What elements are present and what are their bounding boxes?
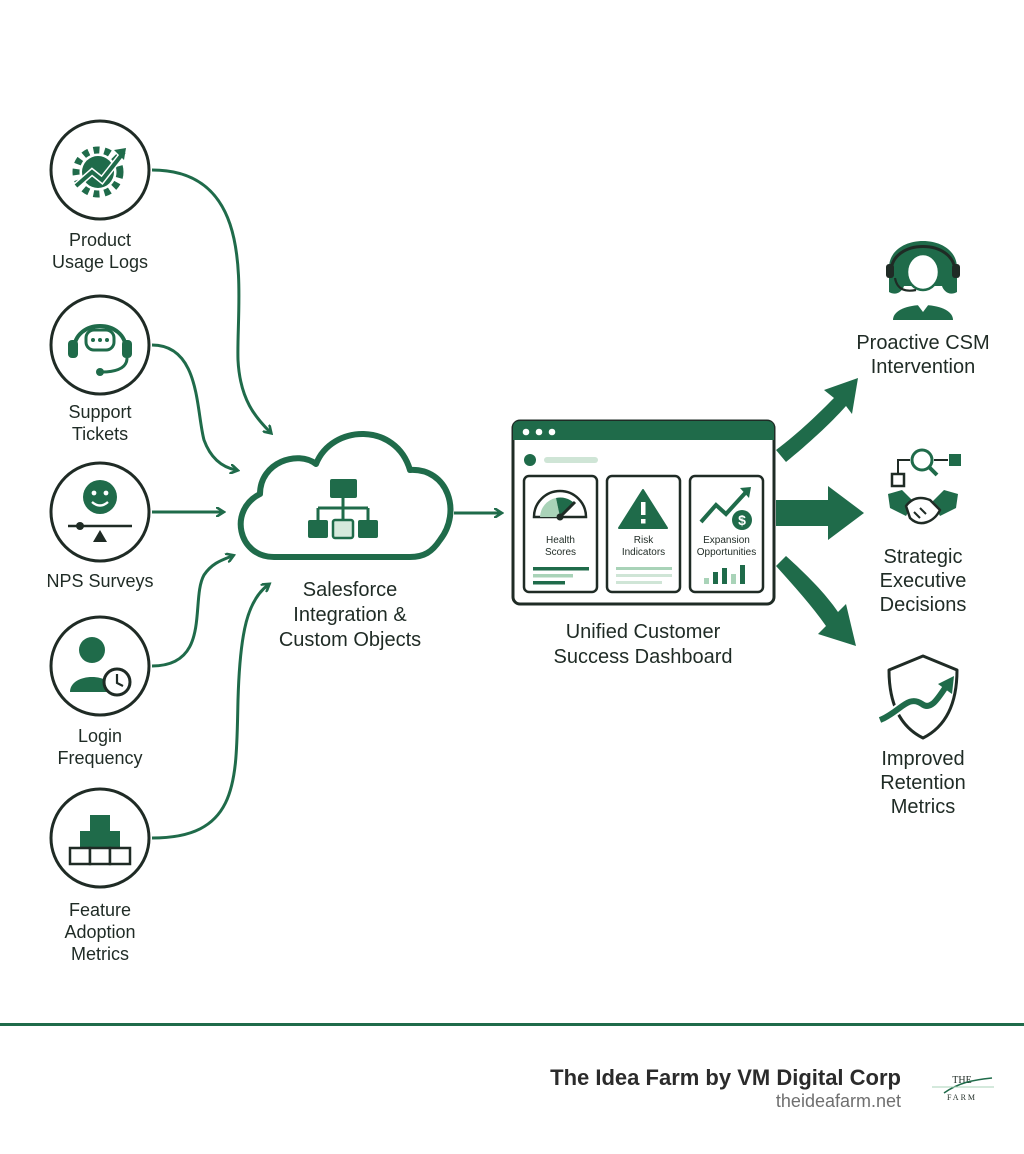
arrow-right	[776, 486, 864, 540]
source-nps-node	[49, 461, 151, 563]
smiley-slider-icon	[68, 480, 132, 542]
agent-headset-icon	[886, 241, 960, 320]
connector-support	[151, 343, 236, 470]
source-connectors	[151, 168, 500, 840]
headset-chat-icon	[68, 324, 132, 376]
source-label-nps: NPS Surveys	[46, 571, 154, 591]
source-product-usage-node	[49, 119, 151, 221]
blocks-icon	[68, 815, 132, 866]
arrow-up-right	[776, 378, 858, 462]
hierarchy-icon	[308, 479, 378, 540]
source-label-support: Support Tickets	[68, 402, 132, 444]
outcome-label-executive: Strategic Executive Decisions	[879, 546, 967, 616]
outcome-label-csm: Proactive CSM Intervention	[856, 332, 990, 378]
dashboard-label: Unified Customer Success Dashboard	[553, 621, 733, 668]
source-feature-node	[49, 787, 151, 889]
card-label-risk: Risk Indicators	[621, 535, 666, 558]
gear-trend-icon	[72, 146, 127, 198]
svg-text:$: $	[738, 512, 746, 528]
source-label-product-usage: Product Usage Logs	[51, 230, 149, 272]
hub-label: Salesforce Integration & Custom Objects	[278, 579, 422, 651]
card-health-scores	[522, 474, 599, 594]
source-support-node	[49, 294, 151, 396]
user-clock-icon	[70, 637, 132, 697]
source-label-login: Login Frequency	[57, 726, 143, 768]
source-label-feature: Feature Adoption Metrics	[64, 900, 136, 964]
connector-product-usage	[151, 168, 270, 432]
shield-trend-icon	[877, 654, 959, 740]
svg-text:FARM: FARM	[947, 1093, 977, 1102]
gauge-icon	[532, 489, 588, 521]
source-login-node	[49, 615, 151, 717]
footer-url[interactable]: theideafarm.net	[775, 1091, 901, 1111]
card-risk-indicators	[605, 474, 682, 594]
arrow-down-right	[776, 556, 856, 646]
outcome-arrows	[776, 378, 864, 646]
footer-logo: THE FARM	[932, 1075, 994, 1102]
footer-company-name: The Idea Farm by VM Digital Corp	[550, 1065, 901, 1090]
card-expansion-opportunities: $	[688, 474, 765, 594]
svg-text:THE: THE	[952, 1075, 971, 1086]
dashboard-window: $	[511, 419, 776, 606]
trend-dollar-icon: $	[699, 487, 752, 530]
warning-icon	[618, 489, 668, 529]
card-label-expansion: Expansion Opportunities	[696, 535, 757, 558]
connector-feature	[151, 585, 268, 840]
connector-login	[151, 556, 232, 668]
footer-divider	[0, 1023, 1024, 1026]
hub-cloud-node	[237, 431, 454, 560]
card-label-health: Health Scores	[544, 535, 577, 558]
outcome-label-retention: Improved Retention Metrics	[880, 748, 966, 818]
handshake-icon	[888, 448, 961, 525]
